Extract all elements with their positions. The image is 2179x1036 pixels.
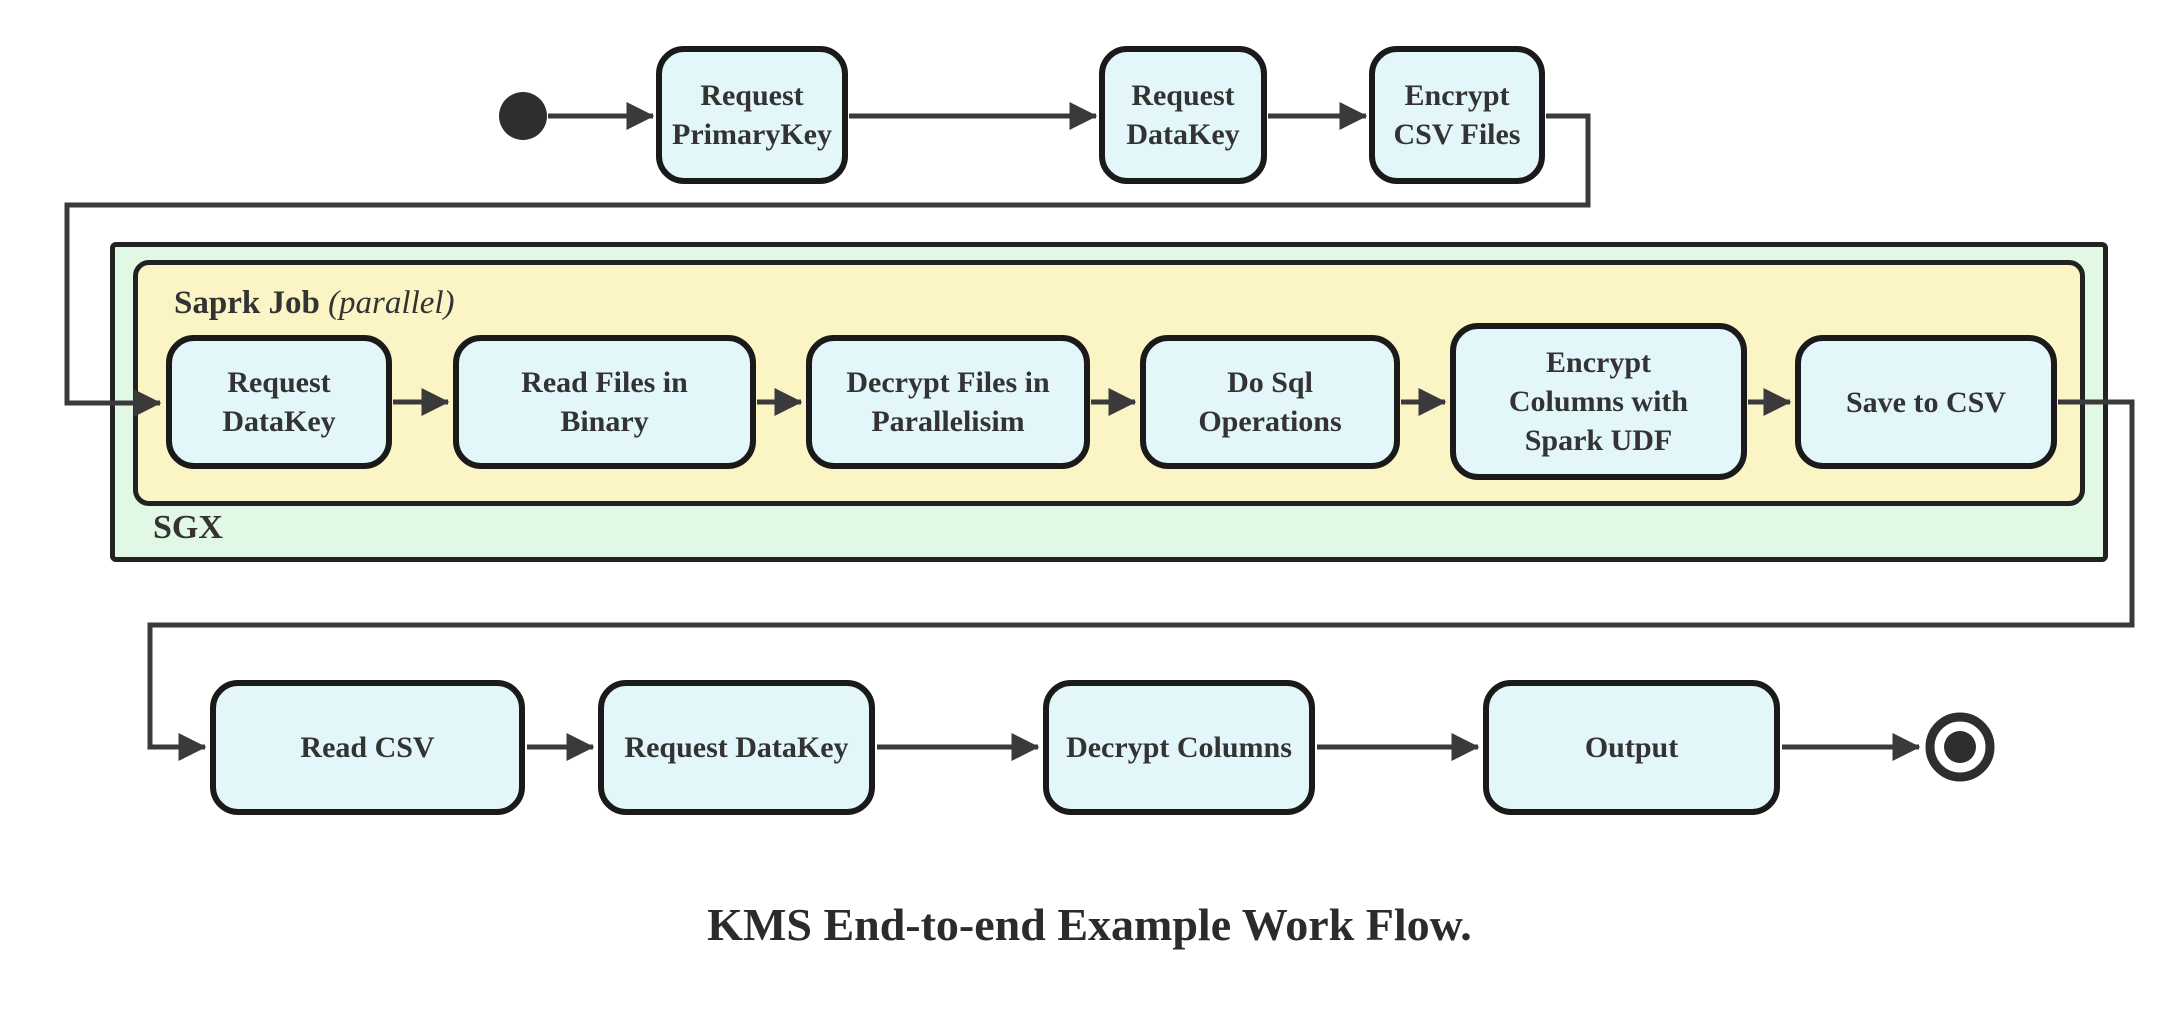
node-read-files-in-binary: Read Files in Binary — [453, 335, 756, 469]
filled-circle-start-state-icon — [499, 92, 547, 140]
node-request-datakey-top: Request DataKey — [1099, 46, 1267, 184]
spark-job-group-title: Saprk Job — [174, 285, 320, 321]
node-decrypt-files-in-parallelisim: Decrypt Files in Parallelisim — [806, 335, 1090, 469]
node-read-csv: Read CSV — [210, 680, 525, 815]
spark-job-group-qualifier: (parallel) — [328, 285, 455, 321]
node-encrypt-columns-with-spark-udf: Encrypt Columns with Spark UDF — [1450, 323, 1747, 480]
diagram-caption: KMS End-to-end Example Work Flow. — [707, 899, 1472, 950]
node-request-datakey-sgx: Request DataKey — [166, 335, 392, 469]
node-encrypt-csv-files: Encrypt CSV Files — [1369, 46, 1545, 184]
node-save-to-csv: Save to CSV — [1795, 335, 2057, 469]
node-output: Output — [1483, 680, 1780, 815]
node-request-primarykey: Request PrimaryKey — [656, 46, 848, 184]
sgx-group-label: SGX — [153, 509, 223, 546]
bullseye-end-state-icon — [1925, 712, 1995, 782]
spark-job-group-label: Saprk Job (parallel) — [174, 287, 455, 320]
node-do-sql-operations: Do Sql Operations — [1140, 335, 1400, 469]
edge-save-to-csv-to-read-csv — [147, 399, 2135, 761]
bullseye-end-state-dot — [1944, 731, 1976, 763]
node-decrypt-columns: Decrypt Columns — [1043, 680, 1315, 815]
edge-encrypt-csv-files-to-sgx-request-datakey — [64, 113, 1591, 417]
node-request-datakey-bottom: Request DataKey — [598, 680, 875, 815]
